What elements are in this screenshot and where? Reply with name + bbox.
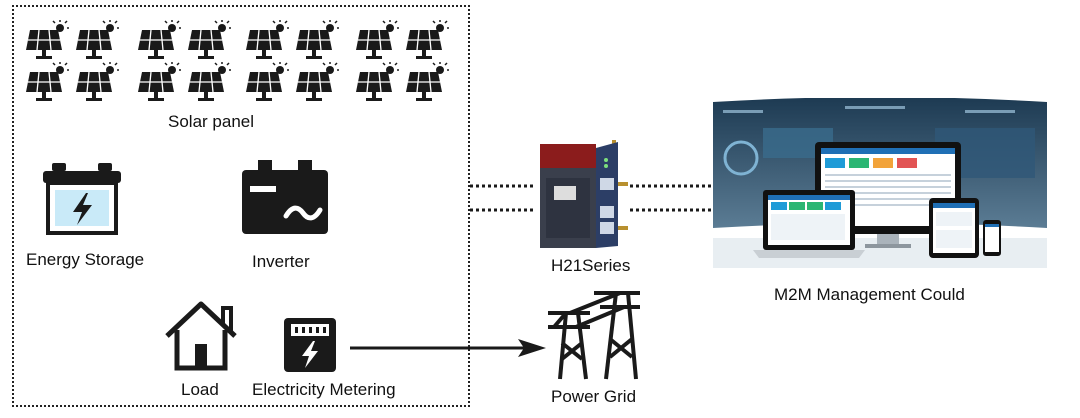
power-grid-label: Power Grid bbox=[551, 387, 637, 406]
solar-panel-icon bbox=[24, 62, 70, 101]
dashboard-devices-icon bbox=[705, 98, 1055, 273]
router-label: H21Series bbox=[551, 256, 631, 275]
solar-panel-icon bbox=[244, 62, 290, 101]
solar-panel-label: Solar panel bbox=[168, 112, 255, 131]
solar-panel-icon bbox=[354, 62, 400, 101]
electric-meter-icon bbox=[282, 316, 338, 374]
solar-panel-icon bbox=[294, 62, 340, 101]
metering-to-grid-arrow bbox=[350, 336, 550, 360]
battery-icon bbox=[40, 160, 124, 238]
power-tower-icon bbox=[544, 283, 644, 381]
electricity-metering-label: Electricity Metering bbox=[252, 380, 396, 399]
solar-panel-icon bbox=[136, 62, 182, 101]
solar-panel-array bbox=[24, 20, 449, 102]
load-label: Load bbox=[181, 380, 219, 399]
energy-storage-label: Energy Storage bbox=[26, 250, 145, 269]
solar-panel-icon bbox=[74, 62, 120, 101]
solar-panel-icon bbox=[294, 20, 340, 59]
solar-panel-icon bbox=[24, 20, 70, 59]
industrial-router-icon bbox=[536, 138, 632, 252]
inverter-label: Inverter bbox=[252, 252, 310, 271]
inverter-icon bbox=[242, 160, 328, 236]
solar-panel-icon bbox=[74, 20, 120, 59]
solar-panel-icon bbox=[404, 20, 450, 59]
site-boundary bbox=[12, 5, 470, 407]
solar-panel-icon bbox=[354, 20, 400, 59]
solar-panel-icon bbox=[136, 20, 182, 59]
cloud-label: M2M Management Could bbox=[774, 285, 965, 304]
solar-panel-icon bbox=[186, 20, 232, 59]
house-icon bbox=[163, 300, 239, 372]
solar-panel-icon bbox=[186, 62, 232, 101]
solar-panel-icon bbox=[404, 62, 450, 101]
solar-panel-icon bbox=[244, 20, 290, 59]
